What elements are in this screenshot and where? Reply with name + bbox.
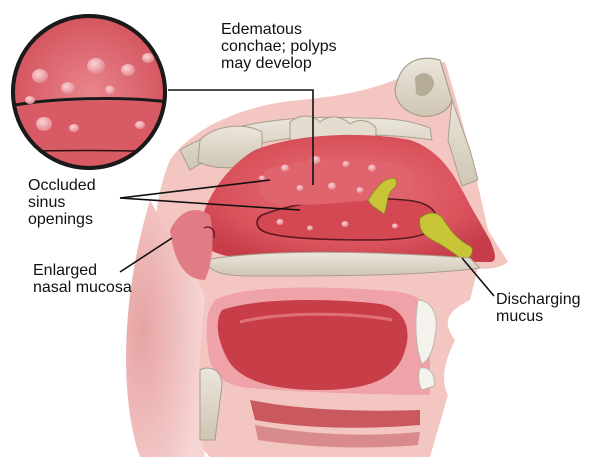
label-edematous-conchae: Edematous conchae; polyps may develop [221,21,337,72]
label-occluded-sinus-openings: Occluded sinus openings [28,177,96,228]
label-discharging-mucus: Discharging mucus [496,291,580,325]
hard-palate [205,252,480,276]
label-enlarged-nasal-mucosa: Enlarged nasal mucosa [33,262,132,296]
magnifier-inset [10,14,170,174]
